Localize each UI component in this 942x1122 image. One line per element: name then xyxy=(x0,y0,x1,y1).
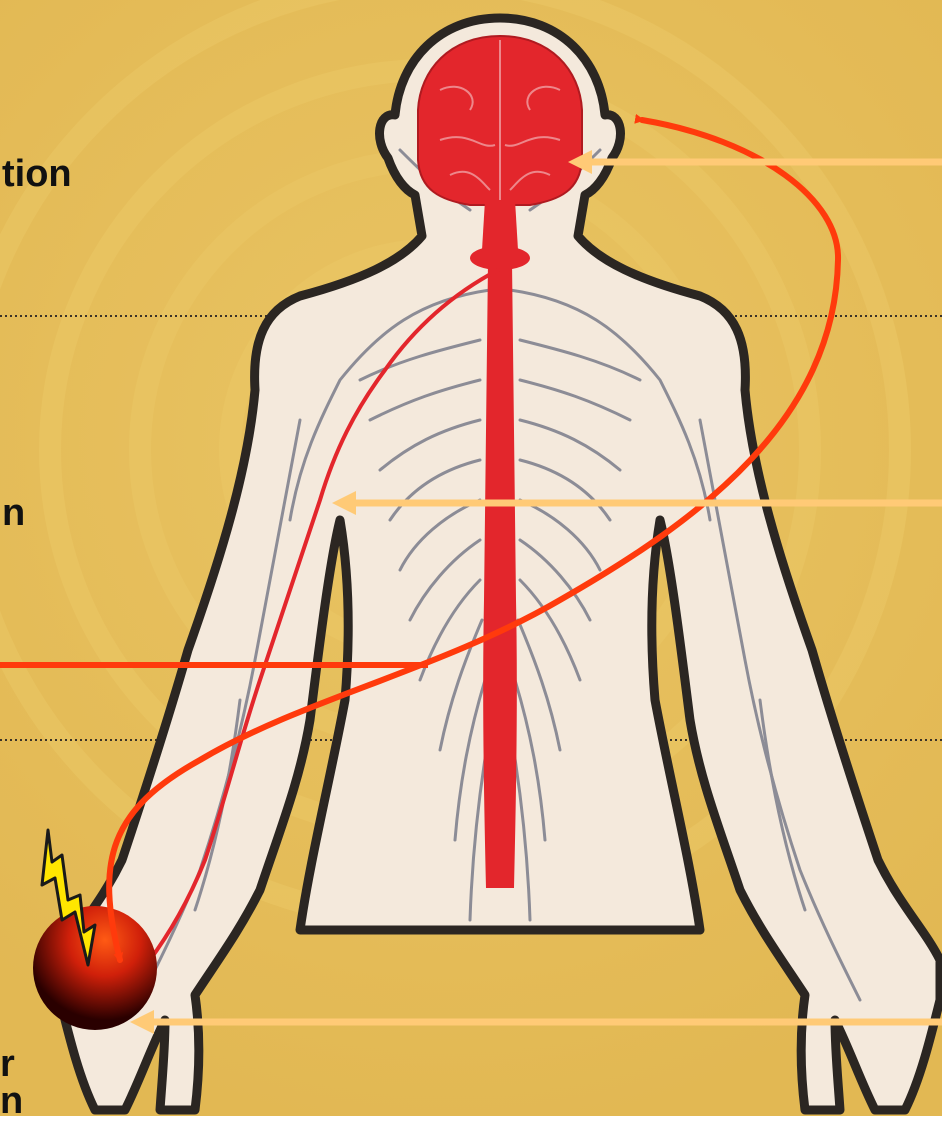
label-fragment-bottom-1: r xyxy=(0,1045,15,1083)
brainstem xyxy=(482,200,518,250)
label-fragment-middle: n xyxy=(2,494,25,532)
spinal-cord xyxy=(483,262,517,888)
label-fragment-bottom-2: n xyxy=(0,1082,23,1120)
label-fragment-top: tion xyxy=(2,155,72,193)
